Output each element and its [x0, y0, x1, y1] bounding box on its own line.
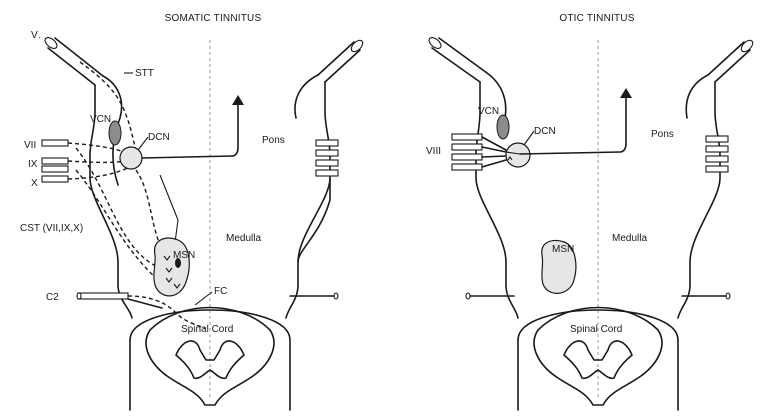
arrow-head — [232, 95, 244, 105]
fc-leader — [195, 292, 212, 305]
dcn-nucleus — [506, 143, 530, 167]
msn-nucleus — [154, 238, 189, 296]
label-msn: MSN — [173, 250, 195, 261]
right-nerve-stubs — [706, 136, 728, 172]
somatic-tinnitus-panel: SOMATIC TINNITUS — [20, 13, 365, 410]
label-medulla: Medulla — [226, 233, 261, 244]
right-nerve-stubs — [316, 140, 338, 176]
panel-title: OTIC TINNITUS — [559, 13, 634, 24]
dcn-output-arrow — [520, 96, 626, 154]
right-nerve-tube — [318, 38, 365, 82]
brainstem-right-outline — [678, 82, 720, 318]
vcn-nucleus — [497, 115, 509, 139]
label-ix: IX — [28, 159, 38, 170]
label-msn: MSN — [552, 244, 574, 255]
right-lower-outline — [298, 178, 330, 262]
label-vii: VII — [24, 140, 36, 151]
brainstem-right-outline — [286, 82, 330, 318]
label-vcn: VCN — [478, 106, 499, 117]
label-v-dots: · — [38, 32, 41, 43]
label-v: V — [31, 30, 38, 41]
brainstem-right-inner — [295, 75, 318, 118]
viii-nerve-stubs — [452, 134, 482, 170]
label-viii: VIII — [426, 146, 441, 157]
stt-pathway — [80, 62, 138, 158]
label-stt: STT — [135, 68, 154, 79]
cst-dashed-1 — [76, 148, 160, 268]
dcn-msn-dashed — [136, 170, 160, 245]
right-c2-end — [726, 293, 730, 299]
label-x: X — [31, 178, 38, 189]
panel-title: SOMATIC TINNITUS — [165, 13, 262, 24]
arrow-head — [620, 88, 632, 98]
label-pons: Pons — [262, 135, 285, 146]
dcn-leader — [138, 137, 148, 150]
right-nerve-tube — [708, 38, 755, 82]
otic-tinnitus-panel: OTIC TINNITUS — [426, 13, 755, 410]
c2-nerve — [77, 293, 128, 299]
brainstem-left-outline — [476, 82, 518, 318]
left-nerve-tube — [427, 35, 487, 82]
viii-join-3 — [482, 156, 506, 157]
dcn-nucleus — [120, 147, 142, 169]
label-pons: Pons — [651, 129, 674, 140]
dcn-leader — [524, 131, 534, 145]
viii-join-4 — [482, 160, 506, 167]
label-dcn: DCN — [148, 132, 170, 143]
label-dcn: DCN — [534, 126, 556, 137]
label-fc: FC — [214, 286, 227, 297]
dcn-output-arrow — [142, 102, 238, 158]
brainstem-right-inner — [686, 75, 708, 118]
nerve-v-tube — [43, 35, 103, 85]
cst-dashed-2 — [76, 170, 158, 280]
label-cst: CST (VII,IX,X) — [20, 223, 83, 234]
label-medulla: Medulla — [612, 233, 647, 244]
left-nerve-stubs — [42, 140, 68, 182]
label-vcn: VCN — [90, 114, 111, 125]
left-c2-end — [466, 293, 470, 299]
label-c2: C2 — [46, 292, 59, 303]
label-spinal-cord: Spinal Cord — [570, 324, 622, 335]
label-spinal-cord: Spinal Cord — [181, 324, 233, 335]
right-c2-end — [334, 293, 338, 299]
